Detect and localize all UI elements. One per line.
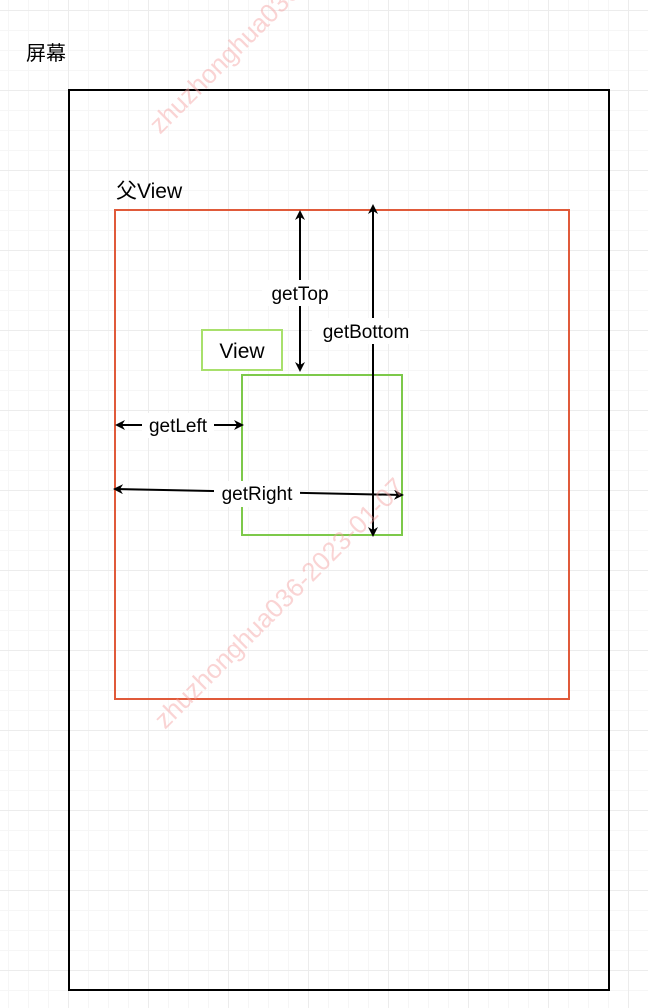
- screen-box: [68, 89, 610, 991]
- child-view-label-box: [201, 329, 283, 371]
- screen-label: 屏幕: [26, 42, 66, 65]
- child-view-box: [241, 374, 403, 536]
- get-bottom-label-bg: [312, 318, 420, 344]
- get-top-label: getTop: [271, 284, 328, 305]
- get-left-label: getLeft: [149, 416, 208, 437]
- child-view-label: View: [219, 340, 265, 363]
- get-right-label: getRight: [222, 484, 293, 505]
- watermark-lower: zhuzhonghua036-2023-01-07: [148, 472, 410, 734]
- get-bottom-label: getBottom: [323, 322, 410, 343]
- parent-view-label: 父View: [116, 180, 183, 203]
- watermark-upper: zhuzhonghua036-2023-01-07: [143, 0, 405, 139]
- parent-view-box: [114, 209, 570, 700]
- get-top-label-bg: [262, 280, 338, 306]
- get-right-label-bg: [214, 481, 300, 507]
- get-left-label-bg: [142, 413, 214, 438]
